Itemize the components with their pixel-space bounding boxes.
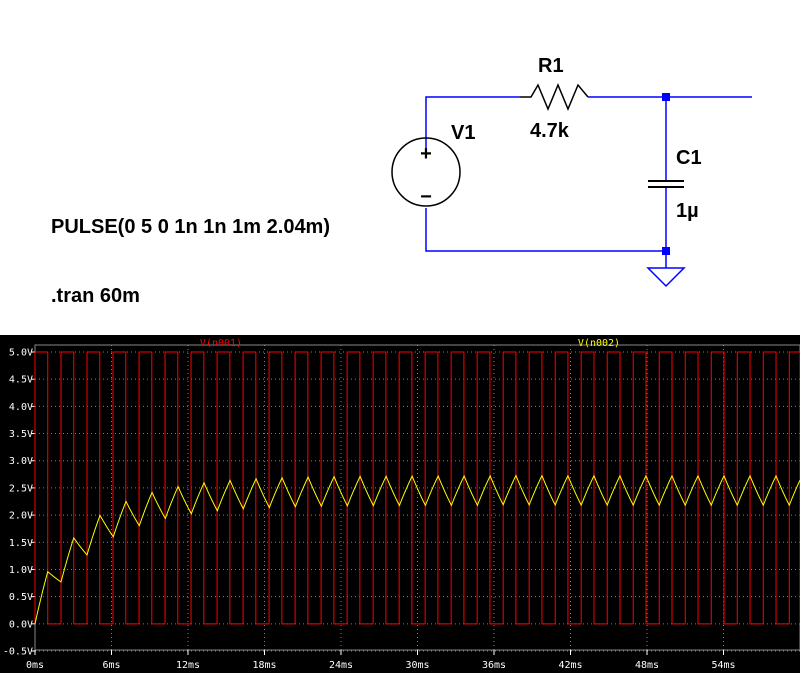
resistor-value-label[interactable]: 4.7k — [530, 120, 570, 142]
trace-v-n001[interactable] — [34, 351, 800, 625]
y-tick-label: 0.0V — [9, 619, 33, 630]
x-tick-label: 12ms — [176, 660, 200, 671]
wire-source-return[interactable] — [425, 208, 666, 252]
source-body — [391, 137, 461, 207]
y-tick-label: 2.0V — [9, 511, 33, 522]
junction-dot-bottom[interactable] — [662, 247, 670, 255]
x-tick-label: 18ms — [252, 660, 276, 671]
source-name-label[interactable]: V1 — [451, 122, 475, 144]
capacitor-c1[interactable] — [648, 180, 684, 188]
x-tick-label: 30ms — [405, 660, 429, 671]
source-minus-icon: − — [420, 186, 432, 208]
capacitor-value-label[interactable]: 1µ — [676, 200, 699, 222]
source-plus-icon: + — [420, 143, 432, 165]
x-tick-label: 42ms — [558, 660, 582, 671]
x-tick-label: 0ms — [26, 660, 44, 671]
y-tick-label: 5.0V — [9, 348, 33, 359]
y-tick-label: 1.0V — [9, 565, 33, 576]
junction-dot-top[interactable] — [662, 93, 670, 101]
y-tick-label: 3.0V — [9, 456, 33, 467]
plot-traces — [34, 351, 800, 625]
capacitor-name-label[interactable]: C1 — [676, 147, 702, 169]
resistor-r1[interactable] — [520, 83, 589, 111]
tran-directive[interactable]: .tran 60m — [51, 285, 140, 307]
x-tick-label: 24ms — [329, 660, 353, 671]
legend-v-n002[interactable]: V(n002) — [578, 338, 620, 349]
y-tick-label: -0.5V — [3, 647, 33, 658]
y-tick-label: 1.5V — [9, 538, 33, 549]
resistor-name-label[interactable]: R1 — [538, 55, 564, 77]
wire-source-to-resistor[interactable] — [425, 96, 520, 150]
trace-v-n002[interactable] — [34, 474, 800, 624]
y-tick-label: 4.0V — [9, 402, 33, 413]
legend-v-n001[interactable]: V(n001) — [200, 338, 242, 349]
y-tick-label: 4.5V — [9, 375, 33, 386]
resistor-zigzag-icon — [520, 83, 589, 111]
wires — [425, 96, 752, 268]
waveform-viewer: 5.0V 4.5V 4.0V 3.5V 3.0V 2.5V 2.0V 1.5V 1.0V 0.5V… — [0, 335, 800, 673]
x-axis-ticks: 0ms 6ms 12ms 18ms 24ms 30ms 36ms 42ms 48ms 54ms — [26, 650, 736, 671]
y-tick-label: 0.5V — [9, 592, 33, 603]
y-axis-ticks: 5.0V 4.5V 4.0V 3.5V 3.0V 2.5V 2.0V 1.5V 1.0V 0.5V… — [3, 348, 35, 658]
x-tick-label: 48ms — [635, 660, 659, 671]
ground-icon[interactable] — [646, 267, 686, 288]
x-tick-label: 36ms — [482, 660, 506, 671]
voltage-source-v1[interactable]: + − — [391, 137, 461, 208]
x-tick-label: 6ms — [102, 660, 120, 671]
x-tick-label: 54ms — [711, 660, 735, 671]
y-tick-label: 2.5V — [9, 483, 33, 494]
schematic: + − V1 PULSE(0 5 0 1n 1n 1m 2.04m) R1 4.… — [51, 55, 752, 307]
y-tick-label: 3.5V — [9, 429, 33, 440]
source-value-label[interactable]: PULSE(0 5 0 1n 1n 1m 2.04m) — [51, 216, 330, 238]
